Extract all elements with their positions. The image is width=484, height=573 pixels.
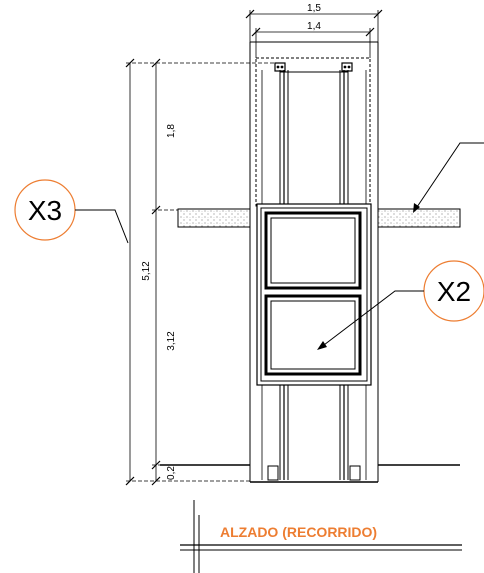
- callout-right-leader: [319, 290, 424, 349]
- title-marker: [180, 500, 462, 573]
- dimension-height-total: [125, 58, 135, 486]
- shaft-headroom-dashed: [255, 57, 371, 207]
- dimension-label-height-lower: 3,12: [166, 331, 177, 351]
- floor-slab-upper: [177, 208, 461, 228]
- dimension-label-height-total: 5,12: [141, 261, 152, 281]
- dimension-width-outer: [245, 9, 383, 42]
- shaft-outline: [249, 41, 379, 483]
- callout-left-label: X3: [28, 195, 62, 226]
- drawing-title: ALZADO (RECORRIDO): [220, 524, 377, 540]
- lift-cabin: [256, 203, 372, 386]
- top-bracket-icons: [274, 62, 353, 72]
- dimension-extension-lines: [126, 62, 275, 482]
- callout-left-leader: [75, 209, 129, 244]
- pit-buffers: [267, 465, 361, 481]
- dimension-height-pit: [151, 465, 161, 486]
- dimension-label-width-inner: 1,4: [307, 21, 321, 32]
- dimension-label-width-outer: 1,5: [307, 3, 321, 14]
- leader-top-right: [413, 142, 484, 213]
- dimension-height-upper: [151, 58, 161, 215]
- callout-left: X3: [14, 179, 129, 244]
- callout-right-arrowhead: [317, 341, 327, 350]
- callout-right-label: X2: [437, 276, 471, 307]
- dimension-label-height-pit: 0,2: [166, 466, 177, 480]
- dimension-height-lower: [151, 210, 161, 470]
- callout-right: X2: [317, 260, 484, 350]
- dimension-label-height-upper: 1,8: [166, 124, 177, 138]
- dimension-width-inner: [251, 27, 375, 58]
